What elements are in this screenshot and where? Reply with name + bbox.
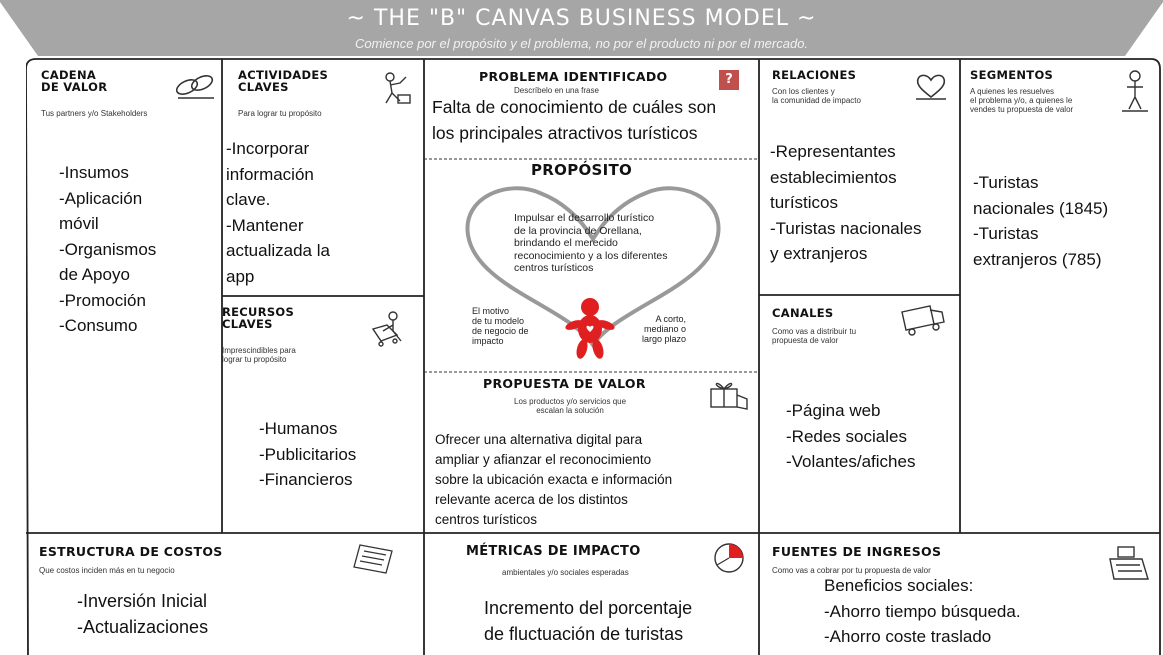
heart-icon [916,74,946,100]
proposito-note-left: El motivo de tu modelo de negocio de imp… [472,306,529,346]
banner-subtitle: Comience por el propósito y el problema,… [354,36,809,51]
propuesta-subtitle: Los productos y/o servicios que escalan … [514,397,627,415]
relaciones-title: RELACIONES [772,68,857,82]
actividades-content: -Incorporar información clave. -Mantener… [226,139,330,286]
problema-content: Falta de conocimiento de cuáles son los … [432,97,717,143]
propuesta-title: PROPUESTA DE VALOR [483,376,646,391]
problema-title: PROBLEMA IDENTIFICADO [479,69,668,84]
proposito-title: PROPÓSITO [531,161,633,179]
banner-title: ~ THE "B" CANVAS BUSINESS MODEL ~ [346,6,817,31]
cadena-subtitle: Tus partners y/o Stakeholders [41,109,148,118]
truck-icon [901,305,945,336]
segmentos-content: -Turistas nacionales (1845) -Turistas ex… [973,173,1109,269]
proposito-content: Impulsar el desarrollo turístico de la p… [514,212,668,274]
banner-shape [0,0,1163,56]
costos-content: -Inversión Inicial -Actualizaciones [77,591,209,637]
costos-title: ESTRUCTURA DE COSTOS [39,544,223,559]
relaciones-content: -Representantes establecimientos turísti… [770,142,922,263]
metricas-title: MÉTRICAS DE IMPACTO [466,544,641,559]
recursos-title: RECURSOS CLAVES [222,305,295,331]
canvas-board: CADENA DE VALOR Tus partners y/o Stakeho… [26,57,1163,655]
relaciones-subtitle: Con los clientes y la comunidad de impac… [772,87,861,105]
costos-subtitle: Que costos inciden más en tu negocio [39,566,175,575]
grid-lines [26,58,1161,655]
gift-icon [710,382,748,410]
cart-icon [371,311,402,347]
recursos-subtitle: Imprescindibles para lograr tu propósito [222,346,296,364]
cadena-content: -Insumos -Aplicación móvil -Organismos d… [59,163,157,335]
banner: ~ THE "B" CANVAS BUSINESS MODEL ~ Comien… [0,0,1163,56]
cadena-title: CADENA DE VALOR [41,68,108,94]
worker-icon [385,72,411,104]
metricas-content: Incremento del porcentaje de fluctuación… [484,598,693,644]
problema-badge: ? [719,70,739,90]
pie-chart-icon [714,543,744,573]
heart-outline-icon [465,186,721,349]
recursos-content: -Humanos -Publicitarios -Financieros [259,419,357,489]
person-icon [1122,70,1148,112]
canales-title: CANALES [772,306,834,320]
proposito-note-right: A corto, mediano o largo plazo [642,314,687,344]
canales-content: -Página web -Redes sociales -Volantes/af… [786,401,916,471]
receipt-icon [353,544,393,574]
fuentes-content: Beneficios sociales: -Ahorro tiempo búsq… [824,576,1021,646]
cash-register-icon [1109,546,1149,580]
actividades-subtitle: Para lograr tu propósito [238,109,322,118]
segmentos-title: SEGMENTOS [970,68,1054,82]
chain-links-icon [175,75,214,99]
segmentos-subtitle: A quienes les resuelves el problema y/o,… [970,87,1074,114]
actividades-title: ACTIVIDADES CLAVES [238,68,329,94]
fuentes-subtitle: Como vas a cobrar por tu propuesta de va… [772,566,931,575]
gingerbread-figure-icon [565,298,615,359]
propuesta-content: Ofrecer una alternativa digital para amp… [435,432,673,527]
metricas-subtitle: ambientales y/o sociales esperadas [502,568,629,577]
problema-subtitle: Descríbelo en una frase [514,86,599,95]
fuentes-title: FUENTES DE INGRESOS [772,544,942,559]
canales-subtitle: Como vas a distribuir tu propuesta de va… [772,327,857,345]
